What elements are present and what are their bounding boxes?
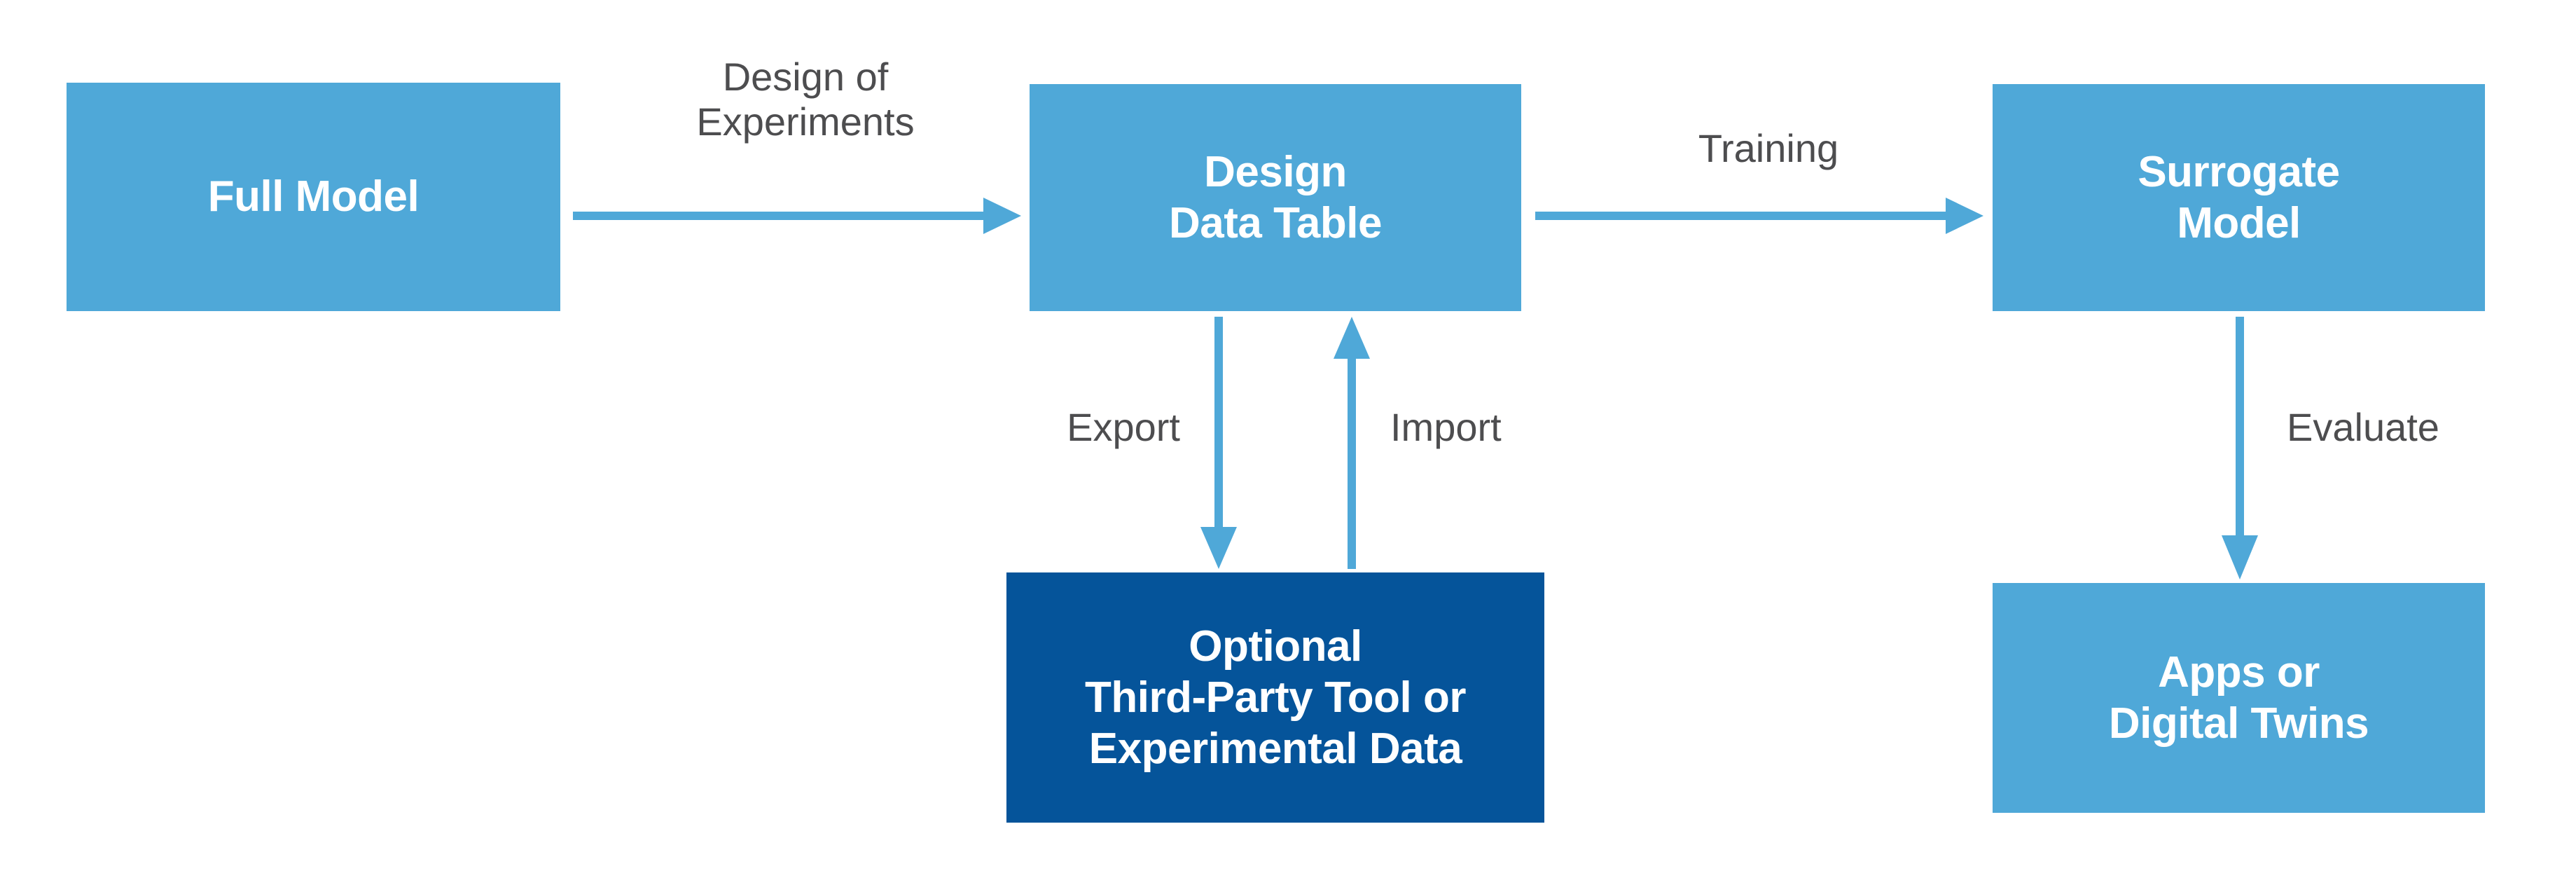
arrow-evaluate-icon	[2212, 317, 2268, 579]
arrow-import-icon	[1324, 317, 1380, 569]
node-surrogate-model[interactable]: Surrogate Model	[1993, 84, 2485, 311]
arrow-training-icon	[1535, 188, 1983, 244]
arrow-export-icon	[1191, 317, 1247, 569]
arrow-design-of-experiments-icon	[573, 188, 1021, 244]
node-surrogate-model-label: Surrogate Model	[2138, 147, 2340, 247]
edge-label-design-of-experiments: Design of Experiments	[696, 55, 915, 144]
edge-label-training: Training	[1698, 126, 1839, 170]
edge-label-export: Export	[1067, 405, 1180, 449]
edge-label-import: Import	[1390, 405, 1502, 449]
node-optional-third-party-tool[interactable]: Optional Third-Party Tool or Experimenta…	[1006, 572, 1544, 823]
node-full-model-label: Full Model	[207, 172, 420, 221]
node-apps-or-digital-twins[interactable]: Apps or Digital Twins	[1993, 583, 2485, 813]
edge-label-evaluate: Evaluate	[2287, 405, 2439, 449]
node-design-data-table[interactable]: Design Data Table	[1030, 84, 1521, 311]
node-optional-third-party-tool-label: Optional Third-Party Tool or Experimenta…	[1085, 622, 1466, 774]
node-full-model[interactable]: Full Model	[67, 83, 560, 311]
node-apps-or-digital-twins-label: Apps or Digital Twins	[2108, 647, 2369, 748]
node-design-data-table-label: Design Data Table	[1169, 147, 1382, 247]
